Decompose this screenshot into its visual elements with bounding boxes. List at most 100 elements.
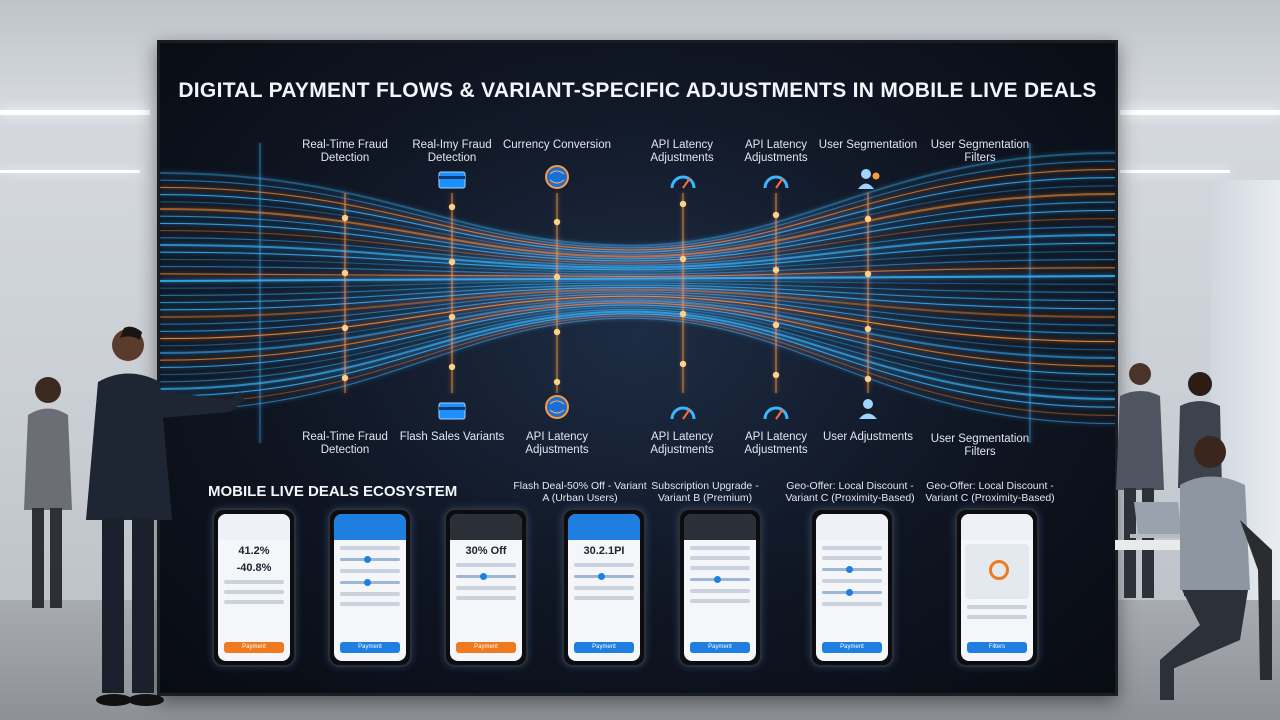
- flow-node: [864, 375, 872, 383]
- gauge-icon: [668, 168, 698, 192]
- flow-node: [448, 258, 456, 266]
- gauge-icon: [761, 168, 791, 192]
- flow-node: [553, 218, 561, 226]
- top-label: API Latency Adjustments: [650, 139, 714, 164]
- phone-value: -40.8%: [236, 562, 272, 574]
- gauge-icon: [668, 399, 698, 423]
- flow-node: [772, 371, 780, 379]
- payment-button[interactable]: Payment: [690, 642, 750, 653]
- bottom-label: Real-Time Fraud Detection: [302, 431, 388, 456]
- flow-line: [160, 250, 1115, 273]
- flow-line: [160, 308, 1115, 392]
- flow-line: [160, 317, 1115, 425]
- flow-line: [160, 275, 1115, 282]
- flow-line: [160, 304, 1115, 375]
- payment-button[interactable]: Payment: [340, 642, 400, 653]
- payment-button[interactable]: Payment: [224, 642, 284, 653]
- flow-line: [160, 267, 1115, 277]
- flow-line: [160, 193, 1115, 258]
- payment-button[interactable]: Payment: [456, 642, 516, 653]
- flow-node: [772, 211, 780, 219]
- bottom-label: API Latency Adjustments: [525, 431, 589, 456]
- phone-value: 30% Off: [465, 545, 507, 557]
- flow-node: [679, 310, 687, 318]
- flow-line: [160, 293, 1115, 334]
- phone-value: 41.2%: [238, 545, 270, 557]
- flow-line: [160, 152, 1115, 247]
- flow-line: [160, 310, 1115, 400]
- phone-value: 30.2.1PI: [583, 545, 625, 557]
- flow-line: [160, 234, 1115, 269]
- flow-line: [160, 297, 1115, 351]
- phone-mockup: 30.2.1PI Payment: [562, 508, 646, 667]
- top-label: Real-Time Fraud Detection: [302, 139, 388, 164]
- person-left-background: [24, 377, 72, 608]
- flow-line: [160, 177, 1115, 253]
- flow-line: [160, 302, 1115, 367]
- flow-line: [160, 306, 1115, 384]
- flow-node: [772, 321, 780, 329]
- flow-line: [160, 218, 1115, 264]
- gauge-icon: [761, 399, 791, 423]
- variant-label: Subscription Upgrade - Variant B (Premiu…: [651, 480, 759, 504]
- flow-node: [864, 215, 872, 223]
- flow-line: [160, 286, 1115, 311]
- top-label: User Segmentation: [818, 139, 918, 151]
- ceiling-light: [0, 170, 140, 173]
- flow-node: [553, 273, 561, 281]
- flow-node: [864, 270, 872, 278]
- bottom-label: Flash Sales Variants: [399, 431, 505, 443]
- flow-node: [679, 255, 687, 263]
- payment-button[interactable]: Payment: [822, 642, 882, 653]
- flow-line: [160, 242, 1115, 271]
- flow-line: [160, 259, 1115, 275]
- flow-node: [341, 324, 349, 332]
- flow-node: [341, 214, 349, 222]
- flow-node: [553, 378, 561, 386]
- flow-node: [679, 200, 687, 208]
- credit-card-icon: [437, 168, 467, 192]
- flow-line: [160, 201, 1115, 260]
- flow-line: [160, 313, 1115, 408]
- bottom-label: User Adjustments: [822, 431, 914, 443]
- ceiling-light: [1120, 110, 1280, 115]
- top-label: User Segmentation Filters: [930, 139, 1030, 164]
- ceiling-light: [1120, 170, 1230, 173]
- flow-node: [553, 328, 561, 336]
- payment-flow-lines: [160, 143, 1115, 443]
- flow-node: [679, 360, 687, 368]
- bottom-label: API Latency Adjustments: [744, 431, 808, 456]
- credit-card-icon: [437, 399, 467, 423]
- phone-mockup: Payment: [678, 508, 762, 667]
- flow-node: [448, 363, 456, 371]
- payment-button[interactable]: Payment: [574, 642, 634, 653]
- flow-line: [160, 315, 1115, 416]
- flow-line: [160, 280, 1115, 289]
- bottom-label: API Latency Adjustments: [650, 431, 714, 456]
- phone-mockup: 41.2% -40.8% Payment: [212, 508, 296, 667]
- top-label: Currency Conversion: [502, 139, 611, 151]
- flow-node: [341, 374, 349, 382]
- globe-icon: [542, 165, 572, 189]
- variant-label: Geo-Offer: Local Discount - Variant C (P…: [785, 480, 915, 504]
- main-title: DIGITAL PAYMENT FLOWS & VARIANT-SPECIFIC…: [178, 79, 1097, 102]
- ceiling-light: [0, 110, 150, 115]
- flow-line: [160, 185, 1115, 255]
- flow-line: [160, 288, 1115, 318]
- top-label: API Latency Adjustments: [744, 139, 808, 164]
- phone-mockup: 30% Off Payment: [444, 508, 528, 667]
- flow-node: [448, 203, 456, 211]
- phone-mockup: Payment: [810, 508, 894, 667]
- display-screen: DIGITAL PAYMENT FLOWS & VARIANT-SPECIFIC…: [157, 40, 1118, 696]
- top-label: Real-Imy Fraud Detection: [412, 139, 492, 164]
- variant-label: Flash Deal-50% Off - Variant A (Urban Us…: [513, 480, 647, 504]
- flow-line: [160, 299, 1115, 359]
- flow-node: [341, 269, 349, 277]
- seated-person: [1160, 436, 1272, 700]
- flow-node: [448, 313, 456, 321]
- flow-node: [864, 325, 872, 333]
- flow-line: [160, 284, 1115, 304]
- flow-line: [160, 160, 1115, 249]
- flow-line: [160, 168, 1115, 251]
- filters-button[interactable]: Filters: [967, 642, 1027, 653]
